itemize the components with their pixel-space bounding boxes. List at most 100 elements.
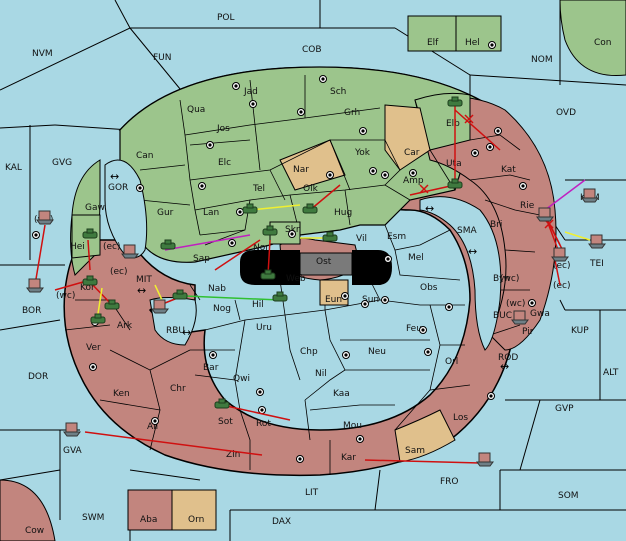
province-elf[interactable] — [407, 15, 457, 52]
label-alt: ALT — [603, 368, 619, 378]
province-car[interactable] — [384, 104, 431, 171]
fleet-unit[interactable] — [581, 188, 599, 203]
army-unit[interactable] — [172, 289, 188, 300]
supply-centre-dot — [238, 210, 242, 214]
svg-text:Nog: Nog — [213, 304, 231, 314]
svg-text:Vil: Vil — [356, 234, 367, 244]
svg-text:Elb: Elb — [446, 119, 460, 129]
svg-text:Sam: Sam — [405, 446, 425, 456]
svg-text:Aba: Aba — [140, 515, 157, 525]
label-kup: KUP — [571, 326, 589, 336]
svg-text:Hil: Hil — [252, 300, 264, 310]
fleet-unit[interactable] — [588, 234, 606, 249]
supply-centre-dot — [488, 145, 492, 149]
army-unit[interactable] — [447, 178, 463, 189]
svg-text:(wc): (wc) — [500, 274, 519, 284]
label-buc: BUC — [493, 311, 512, 321]
supply-centre-dot — [521, 184, 525, 188]
svg-text:Amp: Amp — [403, 176, 424, 186]
order-arrows — [34, 105, 591, 464]
supply-centre-dot — [258, 390, 262, 394]
fleet-unit[interactable] — [26, 278, 44, 293]
province-aba[interactable] — [127, 489, 173, 531]
supply-centre-dot — [211, 353, 215, 357]
svg-text:↔: ↔ — [468, 245, 477, 258]
label-nvm: NVM — [32, 49, 53, 59]
svg-text:Qwi: Qwi — [233, 374, 250, 384]
supply-centre-dot — [290, 232, 294, 236]
svg-text:Gwa: Gwa — [530, 309, 550, 319]
fleet-unit[interactable] — [511, 310, 529, 325]
fleet-unit[interactable] — [551, 247, 569, 262]
label-con: Con — [594, 38, 612, 48]
fleet-unit[interactable] — [476, 452, 494, 467]
fleet-unit[interactable] — [63, 422, 81, 437]
red-internal-borders — [64, 134, 541, 475]
label-fun: FUN — [153, 53, 172, 63]
army-unit[interactable] — [214, 398, 230, 409]
svg-text:Nor: Nor — [253, 243, 269, 253]
army-unit[interactable] — [160, 239, 176, 250]
svg-text:Orn: Orn — [188, 515, 204, 525]
svg-text:Ail: Ail — [147, 422, 158, 432]
convoy-arrows: ↔↔ ↔↔ ↔↔ — [110, 170, 509, 373]
supply-centre-dot — [153, 419, 157, 423]
fleet-unit[interactable] — [36, 210, 54, 225]
sea-gor[interactable] — [104, 159, 148, 259]
army-unit[interactable] — [272, 291, 288, 302]
label-kal: KAL — [5, 163, 22, 173]
army-unit[interactable] — [82, 228, 98, 239]
svg-text:Kor: Kor — [80, 283, 95, 293]
svg-text:Neu: Neu — [368, 347, 386, 357]
province-sam[interactable] — [394, 409, 456, 463]
svg-text:Byn: Byn — [493, 274, 510, 284]
svg-text:(ec): (ec) — [110, 267, 128, 277]
label-dor: DOR — [28, 372, 48, 382]
fleet-unit[interactable] — [121, 244, 139, 259]
army-unit[interactable] — [260, 269, 276, 280]
svg-text:Ken: Ken — [113, 389, 130, 399]
army-unit[interactable] — [447, 96, 463, 107]
army-unit[interactable] — [104, 299, 120, 310]
label-rbu: RBU — [166, 326, 185, 336]
label-mit: MIT — [136, 275, 152, 285]
svg-text:↔: ↔ — [110, 170, 119, 183]
svg-text:Kat: Kat — [501, 165, 516, 175]
svg-text:Gaw: Gaw — [85, 203, 105, 213]
label-gva: GVA — [63, 446, 83, 456]
supply-centre-dot — [343, 294, 347, 298]
army-unit[interactable] — [322, 231, 338, 242]
label-sma: SMA — [457, 226, 477, 236]
province-con[interactable] — [559, 0, 626, 77]
svg-text:Sap: Sap — [193, 254, 210, 264]
fleet-unit[interactable] — [536, 207, 554, 222]
army-unit[interactable] — [90, 313, 106, 324]
svg-text:Kaa: Kaa — [333, 389, 350, 399]
province-orn[interactable] — [171, 489, 217, 531]
army-unit[interactable] — [82, 275, 98, 286]
supply-centre-dot — [383, 173, 387, 177]
sea-sma-inner[interactable] — [419, 196, 502, 351]
supply-centre-dot — [371, 169, 375, 173]
supply-centre-dot — [34, 233, 38, 237]
fleet-unit[interactable] — [151, 299, 169, 314]
svg-text:Hel: Hel — [465, 38, 480, 48]
label-pol: POL — [217, 13, 235, 23]
label-tei: TEI — [589, 259, 604, 269]
army-unit[interactable] — [302, 203, 318, 214]
svg-text:Web: Web — [286, 274, 306, 284]
label-gvg: GVG — [52, 158, 72, 168]
label-nom: NOM — [531, 55, 553, 65]
svg-text:Eun: Eun — [325, 295, 342, 305]
army-unit[interactable] — [242, 203, 258, 214]
supply-centre-dot — [260, 408, 264, 412]
supply-centre-dot — [496, 129, 500, 133]
svg-text:Zin: Zin — [226, 450, 240, 460]
province-elb[interactable] — [414, 92, 471, 151]
svg-text:Orl: Orl — [445, 357, 458, 367]
supply-centre-dot — [234, 84, 238, 88]
supply-centre-dot — [361, 129, 365, 133]
army-unit[interactable] — [262, 225, 278, 236]
